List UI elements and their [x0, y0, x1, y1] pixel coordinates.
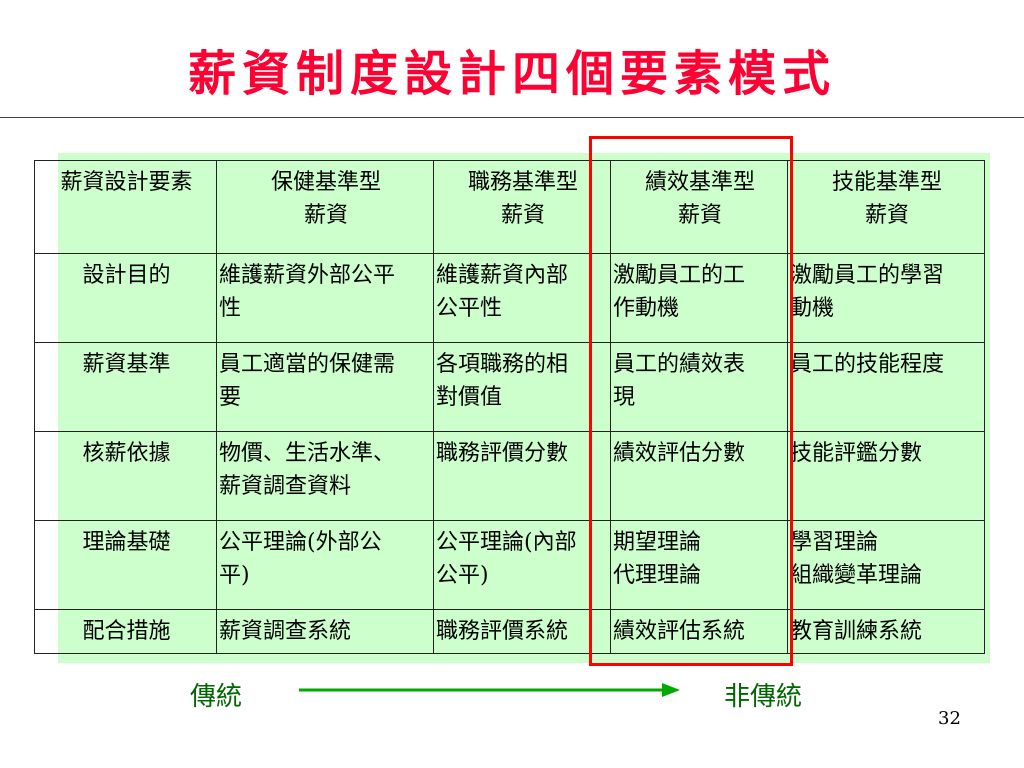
performance-column-highlight: [589, 136, 793, 666]
cell-line: 平): [219, 563, 250, 588]
cell-line: 動機: [790, 296, 835, 321]
table-cell: 員工適當的保健需 要: [216, 342, 434, 432]
cell-line: 維護薪資外部公平: [219, 263, 396, 288]
salary-design-table: 薪資設計要素 保健基準型 薪資 職務基準型 薪資 績效基準型 薪資 技能基準型 …: [34, 160, 985, 654]
table-cell: 績效評估系統: [610, 609, 788, 654]
header-line: 績效基準型: [644, 170, 755, 195]
table-header-row: 薪資設計要素 保健基準型 薪資 職務基準型 薪資 績效基準型 薪資 技能基準型 …: [34, 160, 985, 254]
slide-title: 薪資制度設計四個要素模式: [187, 46, 836, 102]
header-line: 薪資: [864, 203, 909, 228]
table-row: 核薪依據 物價、生活水準、 薪資調查資料 職務評價分數 績效評估分數 技能評鑑分…: [34, 431, 985, 521]
cell-line: 對價值: [436, 385, 503, 410]
table-cell: 技能評鑑分數: [787, 431, 985, 521]
cell-line: 各項職務的相: [436, 352, 569, 377]
non-traditional-label: 非傳統: [724, 682, 803, 712]
table-cell: 教育訓練系統: [787, 609, 985, 654]
header-line: 薪資: [303, 203, 348, 228]
table-cell: 薪資調查系統: [216, 609, 434, 654]
table-row: 薪資基準 員工適當的保健需 要 各項職務的相 對價值 員工的績效表 現 員工的技…: [34, 342, 985, 432]
cell-line: 薪資調查資料: [219, 474, 352, 499]
cell-line: 期望理論: [613, 530, 702, 555]
right-arrow-icon: [299, 683, 680, 697]
header-cell: 薪資設計要素: [34, 160, 217, 254]
cell-line: 公平): [436, 563, 489, 588]
cell-line: 薪資調查系統: [219, 619, 352, 644]
cell-line: 員工適當的保健需: [219, 352, 396, 377]
cell-line: 績效評估分數: [613, 441, 746, 466]
cell-line: 績效評估系統: [613, 619, 746, 644]
cell-line: 技能評鑑分數: [790, 441, 923, 466]
header-line: 職務基準型: [467, 170, 578, 195]
cell-line: 學習理論: [790, 530, 879, 555]
cell-line: 公平理論(外部公: [219, 530, 382, 555]
cell-line: 員工的績效表: [613, 352, 746, 377]
header-cell: 績效基準型 薪資: [610, 160, 788, 254]
page-number: 32: [938, 708, 961, 729]
table-cell: 職務評價系統: [433, 609, 611, 654]
table-cell: 學習理論 組織變革理論: [787, 520, 985, 610]
table-cell: 績效評估分數: [610, 431, 788, 521]
table-cell: 激勵員工的學習 動機: [787, 253, 985, 343]
row-label: 配合措施: [34, 609, 217, 654]
cell-line: 現: [613, 385, 636, 410]
cell-line: 要: [219, 385, 242, 410]
table-cell: 維護薪資內部 公平性: [433, 253, 611, 343]
row-label: 理論基礎: [34, 520, 217, 610]
table-cell: 職務評價分數: [433, 431, 611, 521]
table-cell: 各項職務的相 對價值: [433, 342, 611, 432]
table-cell: 維護薪資外部公平 性: [216, 253, 434, 343]
cell-line: 物價、生活水準、: [219, 441, 396, 466]
cell-line: 公平性: [436, 296, 503, 321]
header-cell: 職務基準型 薪資: [433, 160, 611, 254]
table-cell: 公平理論(外部公 平): [216, 520, 434, 610]
cell-line: 代理理論: [613, 563, 702, 588]
cell-line: 性: [219, 296, 242, 321]
header-line: 薪資設計要素: [60, 170, 193, 195]
row-label: 核薪依據: [34, 431, 217, 521]
cell-line: 維護薪資內部: [436, 263, 569, 288]
title-divider: [0, 117, 1024, 118]
table-cell: 員工的技能程度: [787, 342, 985, 432]
table-cell: 公平理論(內部 公平): [433, 520, 611, 610]
cell-line: 職務評價系統: [436, 619, 569, 644]
header-line: 技能基準型: [831, 170, 942, 195]
cell-line: 公平理論(內部: [436, 530, 577, 555]
cell-line: 職務評價分數: [436, 441, 569, 466]
traditional-label: 傳統: [190, 682, 243, 712]
table-row: 設計目的 維護薪資外部公平 性 維護薪資內部 公平性 激勵員工的工 作動機 激勵…: [34, 253, 985, 343]
cell-line: 激勵員工的學習: [790, 263, 945, 288]
table-row: 配合措施 薪資調查系統 職務評價系統 績效評估系統 教育訓練系統: [34, 609, 985, 654]
table-cell: 物價、生活水準、 薪資調查資料: [216, 431, 434, 521]
cell-line: 組織變革理論: [790, 563, 923, 588]
table-row: 理論基礎 公平理論(外部公 平) 公平理論(內部 公平) 期望理論 代理理論 學…: [34, 520, 985, 610]
header-line: 薪資: [500, 203, 545, 228]
header-line: 薪資: [677, 203, 722, 228]
cell-line: 作動機: [613, 296, 680, 321]
header-cell: 技能基準型 薪資: [787, 160, 985, 254]
header-line: 保健基準型: [270, 170, 381, 195]
cell-line: 員工的技能程度: [790, 352, 945, 377]
row-label: 薪資基準: [34, 342, 217, 432]
header-cell: 保健基準型 薪資: [216, 160, 434, 254]
cell-line: 教育訓練系統: [790, 619, 923, 644]
cell-line: 激勵員工的工: [613, 263, 746, 288]
row-label: 設計目的: [34, 253, 217, 343]
